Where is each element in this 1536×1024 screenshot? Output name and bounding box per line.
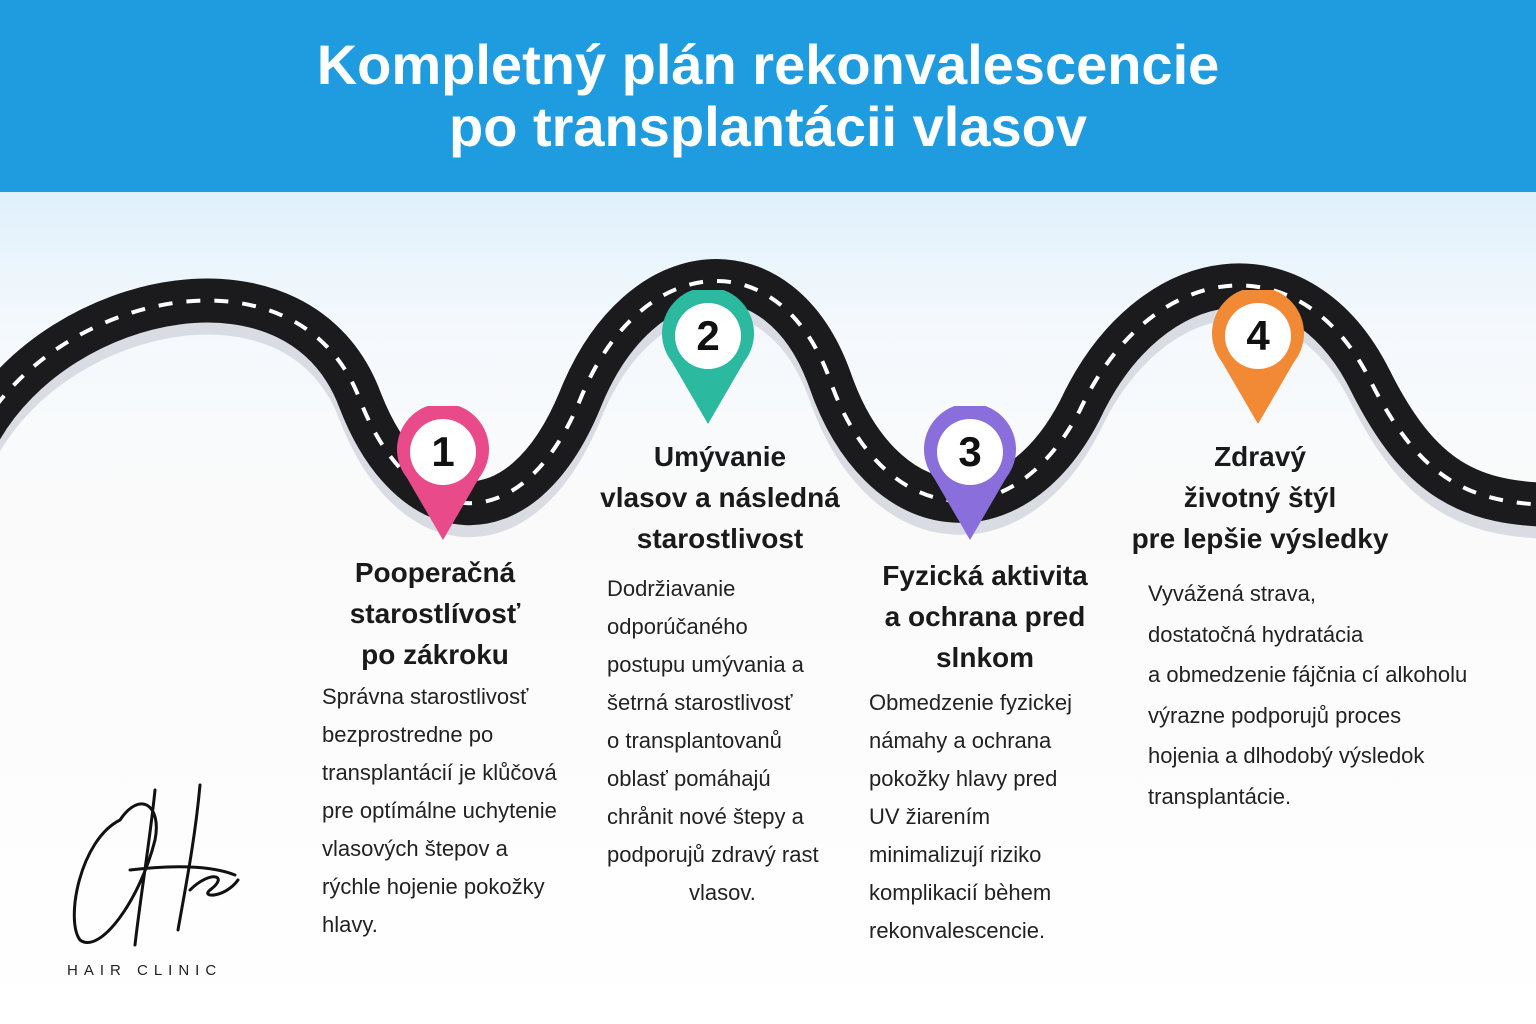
- body-line: pokožky hlavy pred: [869, 766, 1058, 791]
- body-line: Dodržiavanie: [607, 576, 736, 601]
- title-line: a ochrana pred: [884, 601, 1086, 632]
- step-2-title: Umývanie vlasov a následná starostlivost: [580, 436, 860, 559]
- step-3-number: 3: [958, 428, 982, 475]
- header-banner: Kompletný plán rekonvalescencie po trans…: [0, 0, 1536, 192]
- body-line: oblasť pomáhajú: [607, 766, 771, 791]
- title-line: pre lepšie výsledky: [1131, 523, 1389, 554]
- title-line-2: po transplantácii vlasov: [449, 95, 1087, 158]
- step-4-pin: 4: [1212, 287, 1304, 426]
- step-4-title: Zdravý životný štýl pre lepšie výsledky: [1110, 436, 1410, 559]
- body-line: dostatočná hydratácia: [1148, 621, 1364, 647]
- body-line: a obmedzenie fájčnia cí alkoholu: [1148, 662, 1468, 687]
- body-line: vlasových štepov a: [322, 836, 508, 861]
- step-3-pin: 3: [924, 403, 1016, 542]
- clinic-tagline: HAIR CLINIC: [67, 962, 223, 979]
- step-1-number: 1: [431, 428, 455, 475]
- body-line: rýchle hojenie pokožky: [322, 874, 545, 899]
- body-line: hlavy.: [322, 912, 378, 937]
- title-line: starostlivost: [636, 523, 804, 554]
- step-1-body: Správna starostlivosť bezprostredne po tra…: [322, 678, 557, 944]
- title-line: životný štýl: [1183, 482, 1337, 513]
- step-4-body: Vyvážená strava, dostatočná hydratácia a o…: [1148, 574, 1467, 817]
- step-1-pin: 1: [397, 403, 489, 542]
- body-line: rekonvalescencie.: [869, 918, 1046, 943]
- body-line: pre optímálne uchytenie: [322, 798, 557, 823]
- title-line: po zákroku: [361, 639, 509, 670]
- body-line: chrånit nové štepy a: [607, 804, 804, 829]
- step-4-number: 4: [1246, 312, 1270, 359]
- step-1-title: Pooperačná starostlívosť po zákroku: [310, 552, 560, 675]
- step-2-body: Dodržiavanie odporúčaného postupu umývania…: [607, 570, 819, 912]
- title-line: starostlívosť: [349, 598, 521, 629]
- body-line: UV žiarením: [869, 804, 991, 829]
- step-2-number: 2: [696, 312, 720, 359]
- body-line: o transplantovanů: [607, 728, 782, 753]
- body-line: postupu umývania a: [607, 652, 804, 677]
- body-line: Správna starostlivosť: [322, 684, 529, 709]
- title-line: Pooperačná: [354, 557, 516, 588]
- body-line: komplikacií bèhem: [869, 880, 1052, 905]
- body-line: vlasov.: [689, 880, 756, 905]
- title-line: Umývanie: [653, 441, 787, 472]
- road: [0, 259, 1536, 527]
- body-line: bezprostredne po: [322, 722, 494, 747]
- step-3-title: Fyzická aktivita a ochrana pred slnkom: [860, 555, 1110, 678]
- title-line: slnkom: [935, 642, 1035, 673]
- title-line: vlasov a následná: [600, 482, 840, 513]
- body-line: podporujů zdravý rast: [607, 842, 819, 867]
- body-line: Vyvážená strava,: [1148, 581, 1316, 606]
- body-line: hojenia a dlhodobý výsledok: [1148, 743, 1425, 768]
- body-line: námahy a ochrana: [869, 728, 1052, 753]
- body-line: výrazne podporujů proces: [1148, 702, 1402, 728]
- body-line: transplantácií je klůčová: [322, 760, 557, 785]
- body-line: minimalizují riziko: [869, 842, 1042, 867]
- body-line: Obmedzenie fyzickej: [869, 690, 1072, 715]
- title-line-1: Kompletný plán rekonvalescencie: [316, 33, 1220, 96]
- body-line: odporúčaného: [607, 614, 748, 639]
- title-line: Fyzická aktivita: [882, 560, 1088, 591]
- body-line: transplantácie.: [1148, 783, 1292, 809]
- step-2-pin: 2: [662, 287, 754, 426]
- body-line: šetrná starostlivosť: [607, 690, 793, 715]
- title-line: Zdravý: [1214, 441, 1306, 472]
- step-3-body: Obmedzenie fyzickej námahy a ochrana pokož…: [869, 684, 1072, 950]
- clinic-signature-logo: [72, 783, 240, 947]
